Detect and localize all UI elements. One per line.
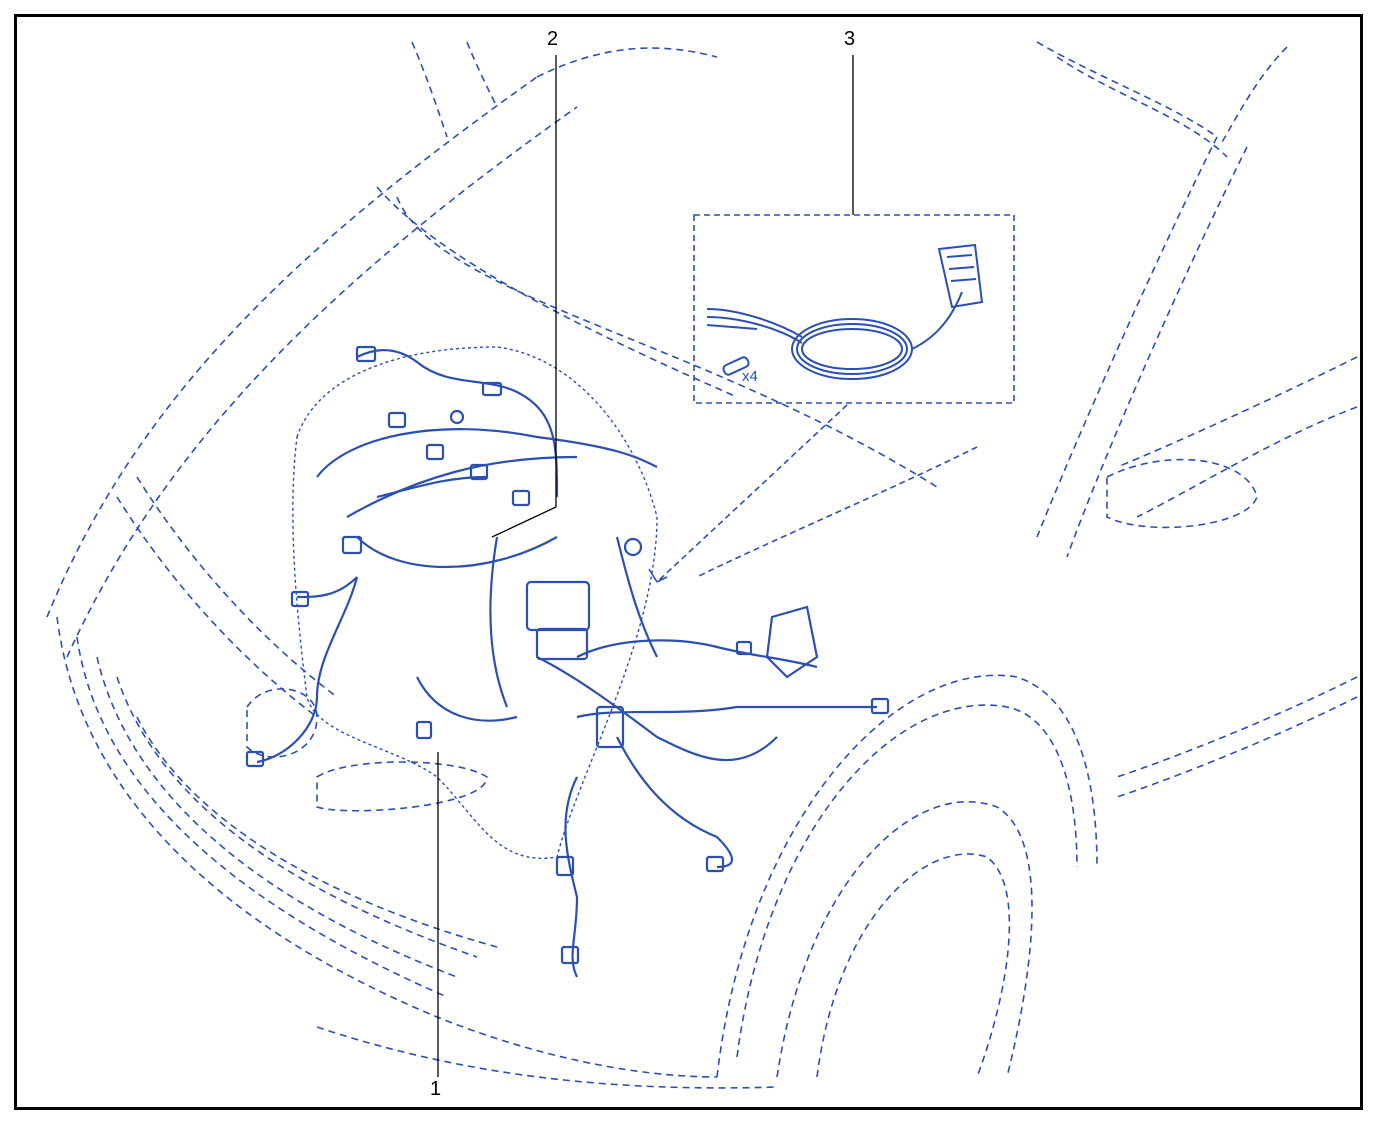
callout-1: 1 [430, 1078, 442, 1100]
callout-2: 2 [547, 28, 559, 50]
callout-3: 3 [844, 28, 856, 50]
engine-harness [245, 345, 890, 978]
inset-box [648, 214, 1015, 583]
diagram-frame: 1 2 3 x4 [14, 14, 1363, 1110]
fuse-quantity-label: x4 [742, 368, 758, 385]
wiring-harness-illustration [46, 41, 1358, 1089]
callout-leaders [437, 55, 854, 1077]
car-body-outline [46, 41, 1358, 1089]
